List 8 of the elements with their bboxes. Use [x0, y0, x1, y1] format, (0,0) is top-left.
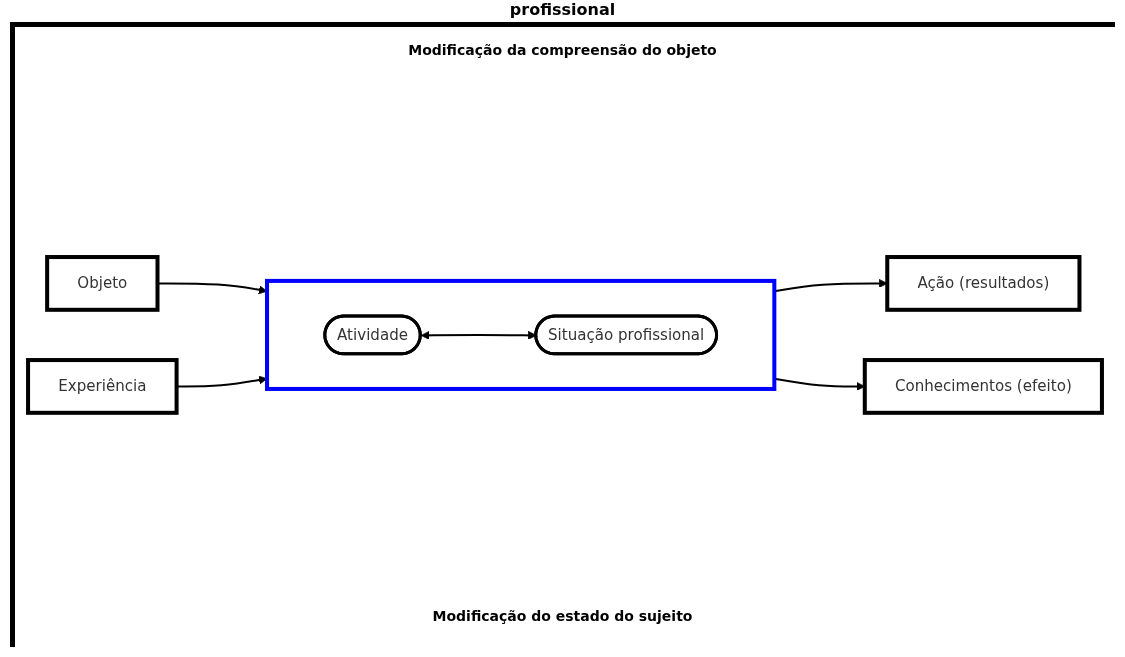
node-box: Conhecimentos (efeito) [862, 358, 1104, 415]
cluster [265, 278, 777, 391]
note-text: Modificação do estado do sujeito [431, 608, 694, 624]
title: profissional [508, 0, 617, 19]
node-box: Experiência [26, 358, 179, 415]
note-text: Modificação da compreensão do objeto [407, 42, 718, 58]
node-box: Objeto [45, 255, 160, 312]
node-box: Ação (resultados) [885, 255, 1082, 312]
